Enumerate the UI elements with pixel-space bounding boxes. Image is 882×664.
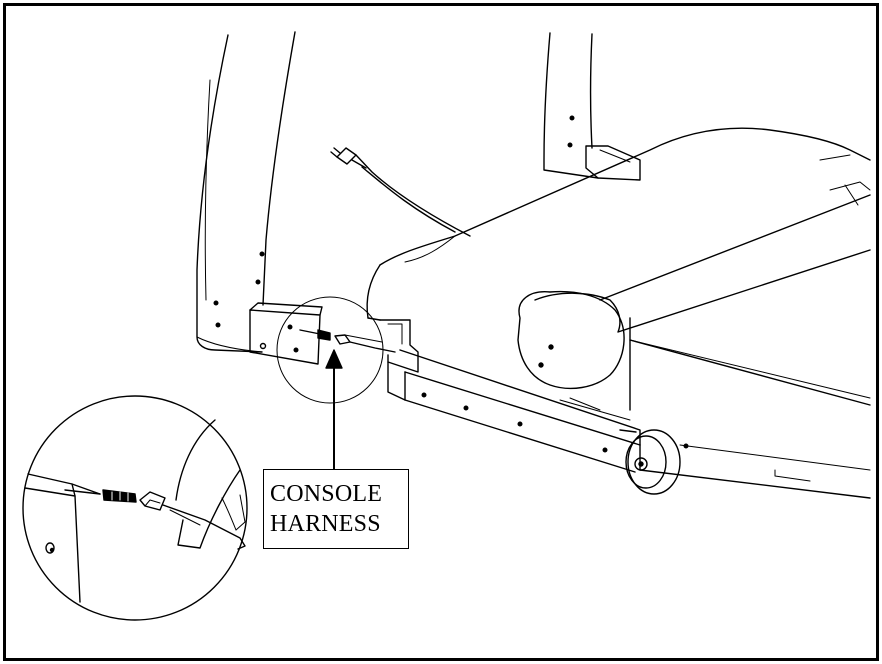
power-cord <box>330 147 471 237</box>
right-upright <box>543 32 641 181</box>
figure-border <box>3 3 879 661</box>
left-upright <box>196 31 296 353</box>
treadmill-deck <box>366 127 871 333</box>
harness-connector <box>299 329 396 353</box>
upright-bracket <box>249 302 323 365</box>
magnified-inset <box>22 395 248 621</box>
callout-line-1: CONSOLE <box>270 481 383 507</box>
roller-cap <box>517 290 871 411</box>
callout-label: CONSOLE HARNESS <box>263 469 409 549</box>
callout-line-2: HARNESS <box>270 511 381 537</box>
rail-bracket <box>367 317 419 373</box>
arrow-up-icon <box>325 349 343 471</box>
detail-marker-circle <box>276 296 384 404</box>
rear-roller <box>619 429 681 495</box>
